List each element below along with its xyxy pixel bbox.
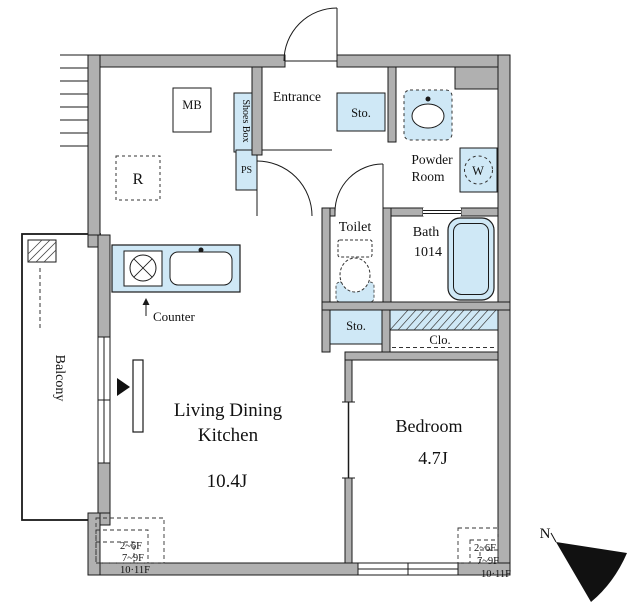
washing-machine (459, 147, 498, 193)
vanity (403, 89, 453, 141)
stove-cross-2 (133, 258, 153, 278)
wall-segment (97, 234, 111, 338)
wall-segment (321, 301, 511, 311)
wall-segment (497, 54, 511, 576)
label-compass-north: N (540, 526, 551, 542)
wall-segment (387, 66, 397, 143)
label-meter-box: MB (182, 98, 201, 112)
toilet-door-arc (334, 163, 384, 213)
floor-annotation-left (95, 517, 165, 564)
label-living-line2: Kitchen (198, 425, 259, 446)
faucet (198, 247, 204, 253)
wall-segment (460, 207, 499, 217)
labels: Living Dining Kitchen 10.4J Bedroom 4.7J… (52, 89, 551, 580)
wall-segment (381, 309, 391, 353)
label-floors-left-2: 7~9F (122, 553, 144, 564)
meter-box (172, 87, 212, 133)
corridor-railing (60, 54, 88, 147)
compass-needle-line (550, 532, 557, 543)
wall-segment (344, 477, 353, 564)
toilet-bowl (339, 257, 371, 293)
counter-arrowhead (142, 298, 150, 305)
storage-mid-box (329, 307, 383, 345)
wall-segment (344, 359, 353, 403)
closet-shelf-band (389, 309, 499, 331)
counter-leader (142, 298, 150, 316)
kitchen-counter (111, 244, 241, 293)
movable-panel (132, 359, 144, 433)
vanity-basin (411, 103, 445, 129)
label-living-size: 10.4J (207, 471, 248, 492)
hall-door-arc (256, 160, 313, 217)
stove-burner (129, 254, 157, 282)
wall-segment (87, 54, 101, 248)
label-floors-right-2: 7~9F (477, 556, 499, 567)
vanity-faucet (425, 96, 431, 102)
compass (550, 532, 627, 602)
storage-top-box (336, 92, 386, 132)
washer-drum (464, 155, 493, 185)
toilet-fixture (335, 239, 375, 303)
windows (97, 208, 461, 576)
bathtub-outer (447, 217, 495, 301)
label-bath: Bath (413, 225, 439, 240)
label-shoes-box: Shoes Box (240, 99, 251, 142)
pointer-triangle (117, 378, 130, 396)
sink (169, 251, 233, 286)
label-closet: Clo. (429, 333, 450, 347)
wall-segment (344, 351, 499, 361)
label-entrance: Entrance (273, 89, 321, 104)
wall-segment (87, 54, 286, 68)
label-bedroom: Bedroom (396, 416, 463, 436)
label-storage-mid: Sto. (346, 319, 366, 333)
label-toilet: Toilet (339, 220, 372, 235)
label-refrigerator: R (133, 171, 144, 188)
wall-segment (321, 207, 331, 311)
floor-annotation-box (479, 549, 499, 564)
refrigerator-space (115, 155, 161, 201)
door-swings (256, 7, 384, 217)
label-floors-left-1: 2~6F (120, 541, 142, 552)
label-bedroom-size: 4.7J (418, 448, 448, 468)
label-floors-left-3: 10·11F (120, 565, 150, 576)
label-powder-line2: Room (411, 169, 445, 184)
toilet-tank (337, 239, 373, 258)
label-storage-top: Sto. (351, 106, 371, 120)
label-bath-size: 1014 (414, 245, 442, 260)
bathtub (447, 217, 495, 301)
closet-hatch-lines (389, 309, 497, 331)
washer-box (459, 147, 498, 193)
compass-wedge (556, 542, 627, 602)
label-washer: W (472, 164, 484, 178)
label-counter: Counter (153, 309, 196, 324)
bathtub-inner (453, 223, 489, 295)
label-powder-line1: Powder (411, 152, 453, 167)
label-living-line1: Living Dining (174, 400, 283, 421)
label-floors-right-1: 2~6F (474, 543, 496, 554)
floor-annotation-box (95, 541, 135, 564)
label-floors-right-3: 10·11F (481, 569, 511, 580)
balcony-outline (21, 233, 101, 521)
wall-segment (87, 512, 101, 576)
wall-segment (321, 309, 331, 353)
floor-annotation-right (457, 527, 499, 564)
label-balcony: Balcony (52, 355, 67, 402)
wall-segment (251, 66, 263, 156)
bath-door-gap (423, 208, 461, 216)
wall-segment (336, 54, 511, 68)
wall-segment (382, 207, 392, 311)
entrance-door-arc (283, 7, 338, 62)
balcony-area (21, 233, 101, 521)
balcony-hatch-lines (27, 239, 57, 263)
balcony-hatch-box (27, 239, 57, 263)
label-pipe-space: PS (241, 165, 252, 176)
